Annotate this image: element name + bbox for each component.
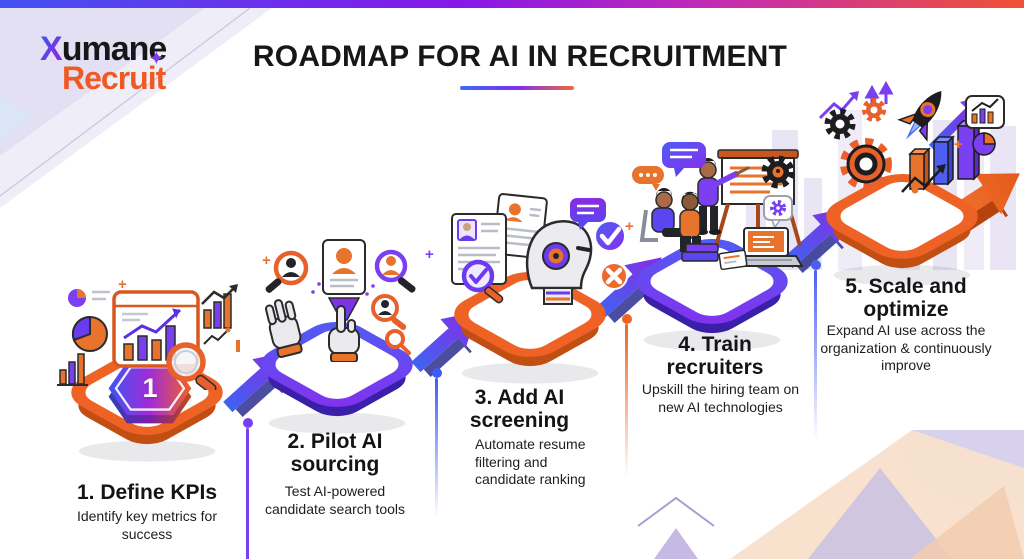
pin-step3 [432, 368, 442, 518]
step-2-description: Test AI-powered candidate search tools [264, 483, 406, 517]
step-3-title: 3. Add AI screening [469, 386, 570, 433]
pin-step2 [243, 418, 253, 559]
top-gradient-bar [0, 0, 1024, 8]
rocket-gears-growth-illustration [818, 80, 1005, 194]
step-2-title: 2. Pilot AI sourcing [287, 430, 383, 477]
sparkle-icon: ✦ [148, 48, 165, 70]
step-1-badge-number: 1 [142, 373, 158, 403]
logo-name-rest: umane [61, 30, 168, 68]
step-5-title: 5. Scale and optimize [845, 275, 967, 322]
plus-sparkle-icon: + [954, 136, 963, 153]
logo-wordmark: Xumane [40, 30, 168, 69]
ai-robot-resume-screening-illustration [451, 193, 628, 305]
arrow-step2-to-step3 [411, 311, 478, 377]
page-title: ROADMAP FOR AI IN RECRUITMENT [252, 40, 788, 73]
plus-sparkle-icon: + [262, 252, 271, 269]
step-3-description: Automate resume filtering and candidate … [475, 436, 586, 487]
title-underline-decor [460, 86, 574, 90]
step-5-platform [826, 174, 978, 286]
plus-sparkle-icon: + [425, 246, 434, 263]
plus-sparkle-icon: + [118, 276, 127, 293]
logo-product-name: Recruit [62, 60, 166, 96]
pin-step4 [622, 314, 632, 479]
kpi-charts-illustration [57, 284, 240, 390]
plus-sparkle-icon: + [625, 218, 634, 235]
left-edge-triangle-decor [0, 95, 34, 139]
logo-x-mark: X [40, 30, 63, 68]
training-presentation-illustration [632, 142, 804, 271]
pin-step5 [811, 260, 821, 440]
step-1-description: Identify key metrics for success [76, 508, 218, 542]
robot-hands-candidate-search-illustration [264, 239, 416, 362]
step-1-title: 1. Define KPIs [76, 481, 218, 504]
bottom-right-pastel-decor [637, 430, 1024, 559]
step-5-description: Expand AI use across the organization & … [820, 322, 992, 373]
top-left-triangles-decor [0, 8, 272, 208]
step-4-description: Upskill the hiring team on new AI techno… [641, 381, 800, 415]
step-4-title: 4. Train recruiters [666, 333, 764, 380]
step-1-number-badge [108, 361, 192, 424]
